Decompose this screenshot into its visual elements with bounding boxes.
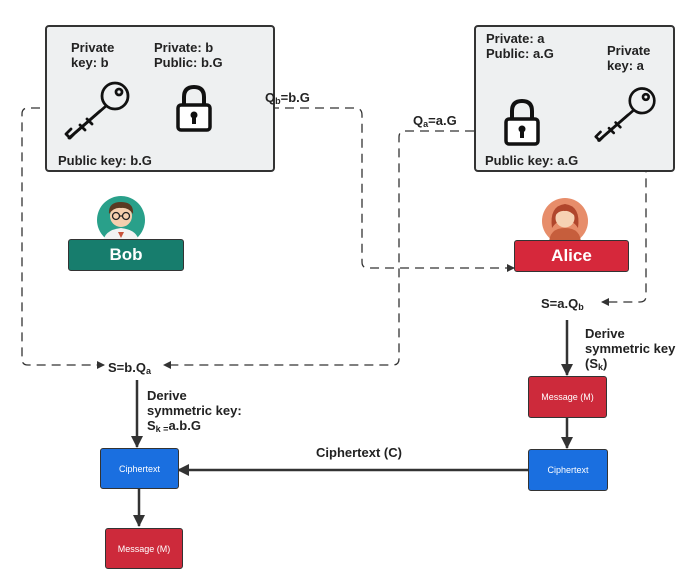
alice-derive-sub: k xyxy=(598,362,604,372)
bob-derive-rest: a.b.G xyxy=(168,418,201,433)
alice-derive-text: Derive symmetric key (Sk) xyxy=(585,326,676,372)
bob-message-box: Message (M) xyxy=(105,528,183,569)
alice-shared-public-label: Qa=a.G xyxy=(413,113,457,129)
key-icon xyxy=(594,87,656,142)
bob-derive-main: S xyxy=(147,418,156,433)
bob-derive-line3: Sk =a.b.G xyxy=(147,418,242,434)
alice-derive-line3: (Sk) xyxy=(585,356,675,372)
bob-left-loop-path xyxy=(21,107,105,369)
alice-message-box: Message (M) xyxy=(528,376,607,418)
alice-ciphertext-box: Ciphertext xyxy=(528,449,608,491)
bob-shared-secret: S=b.Qa xyxy=(108,360,151,376)
bob-derive-line1: Derive xyxy=(147,388,187,403)
bob-derive-text: Derive symmetric key: Sk =a.b.G xyxy=(147,388,242,434)
padlock-icon xyxy=(176,84,212,132)
bob-share-main: Q xyxy=(265,90,276,105)
alice-private-key-label: Private key: a xyxy=(607,43,651,73)
bob-avatar xyxy=(97,196,145,244)
bob-share-sub: b xyxy=(275,96,281,106)
alice-private-line: Private: a xyxy=(486,31,545,46)
alice-public-key-path xyxy=(163,130,504,369)
alice-shared-secret: S=a.Qb xyxy=(541,296,584,312)
alice-share-main: Q xyxy=(413,113,424,128)
bob-private-key-label: Private key: b xyxy=(71,40,115,70)
bob-key-box xyxy=(45,25,275,172)
alice-public-key-label: Public key: a.G xyxy=(485,153,579,168)
padlock-icon xyxy=(504,98,540,146)
bob-shared-public-label: Qb=b.G xyxy=(265,90,310,106)
alice-avatar xyxy=(542,198,588,244)
alice-secret-main: S=a.Q xyxy=(541,296,579,311)
alice-derive-open: (S xyxy=(585,356,598,371)
bob-ciphertext-box: Ciphertext xyxy=(100,448,179,489)
ciphertext-transfer-label: Ciphertext (C) xyxy=(316,445,402,460)
bob-public-line: Public: b.G xyxy=(154,55,223,70)
alice-derive-line2: symmetric key xyxy=(585,341,676,356)
alice-public-line: Public: a.G xyxy=(486,46,554,61)
alice-secret-sub: b xyxy=(578,302,584,312)
bob-name-badge: Bob xyxy=(68,239,184,271)
bob-derive-line2: symmetric key: xyxy=(147,403,242,418)
bob-secret-main: S=b.Q xyxy=(108,360,146,375)
bob-derive-sub: k = xyxy=(155,424,169,434)
key-icon xyxy=(64,81,130,140)
bob-secret-sub: a xyxy=(145,366,151,376)
bob-public-key-path xyxy=(210,107,515,272)
alice-share-sub: a xyxy=(423,119,429,129)
alice-share-rest: =a.G xyxy=(428,113,457,128)
bob-private-line: Private: b xyxy=(154,40,214,55)
alice-key-box xyxy=(474,25,675,172)
alice-name-badge: Alice xyxy=(514,240,629,272)
bob-public-key-label: Public key: b.G xyxy=(58,153,152,168)
alice-derive-line1: Derive xyxy=(585,326,625,341)
bob-share-rest: =b.G xyxy=(280,90,310,105)
alice-derive-close: ) xyxy=(603,356,608,371)
